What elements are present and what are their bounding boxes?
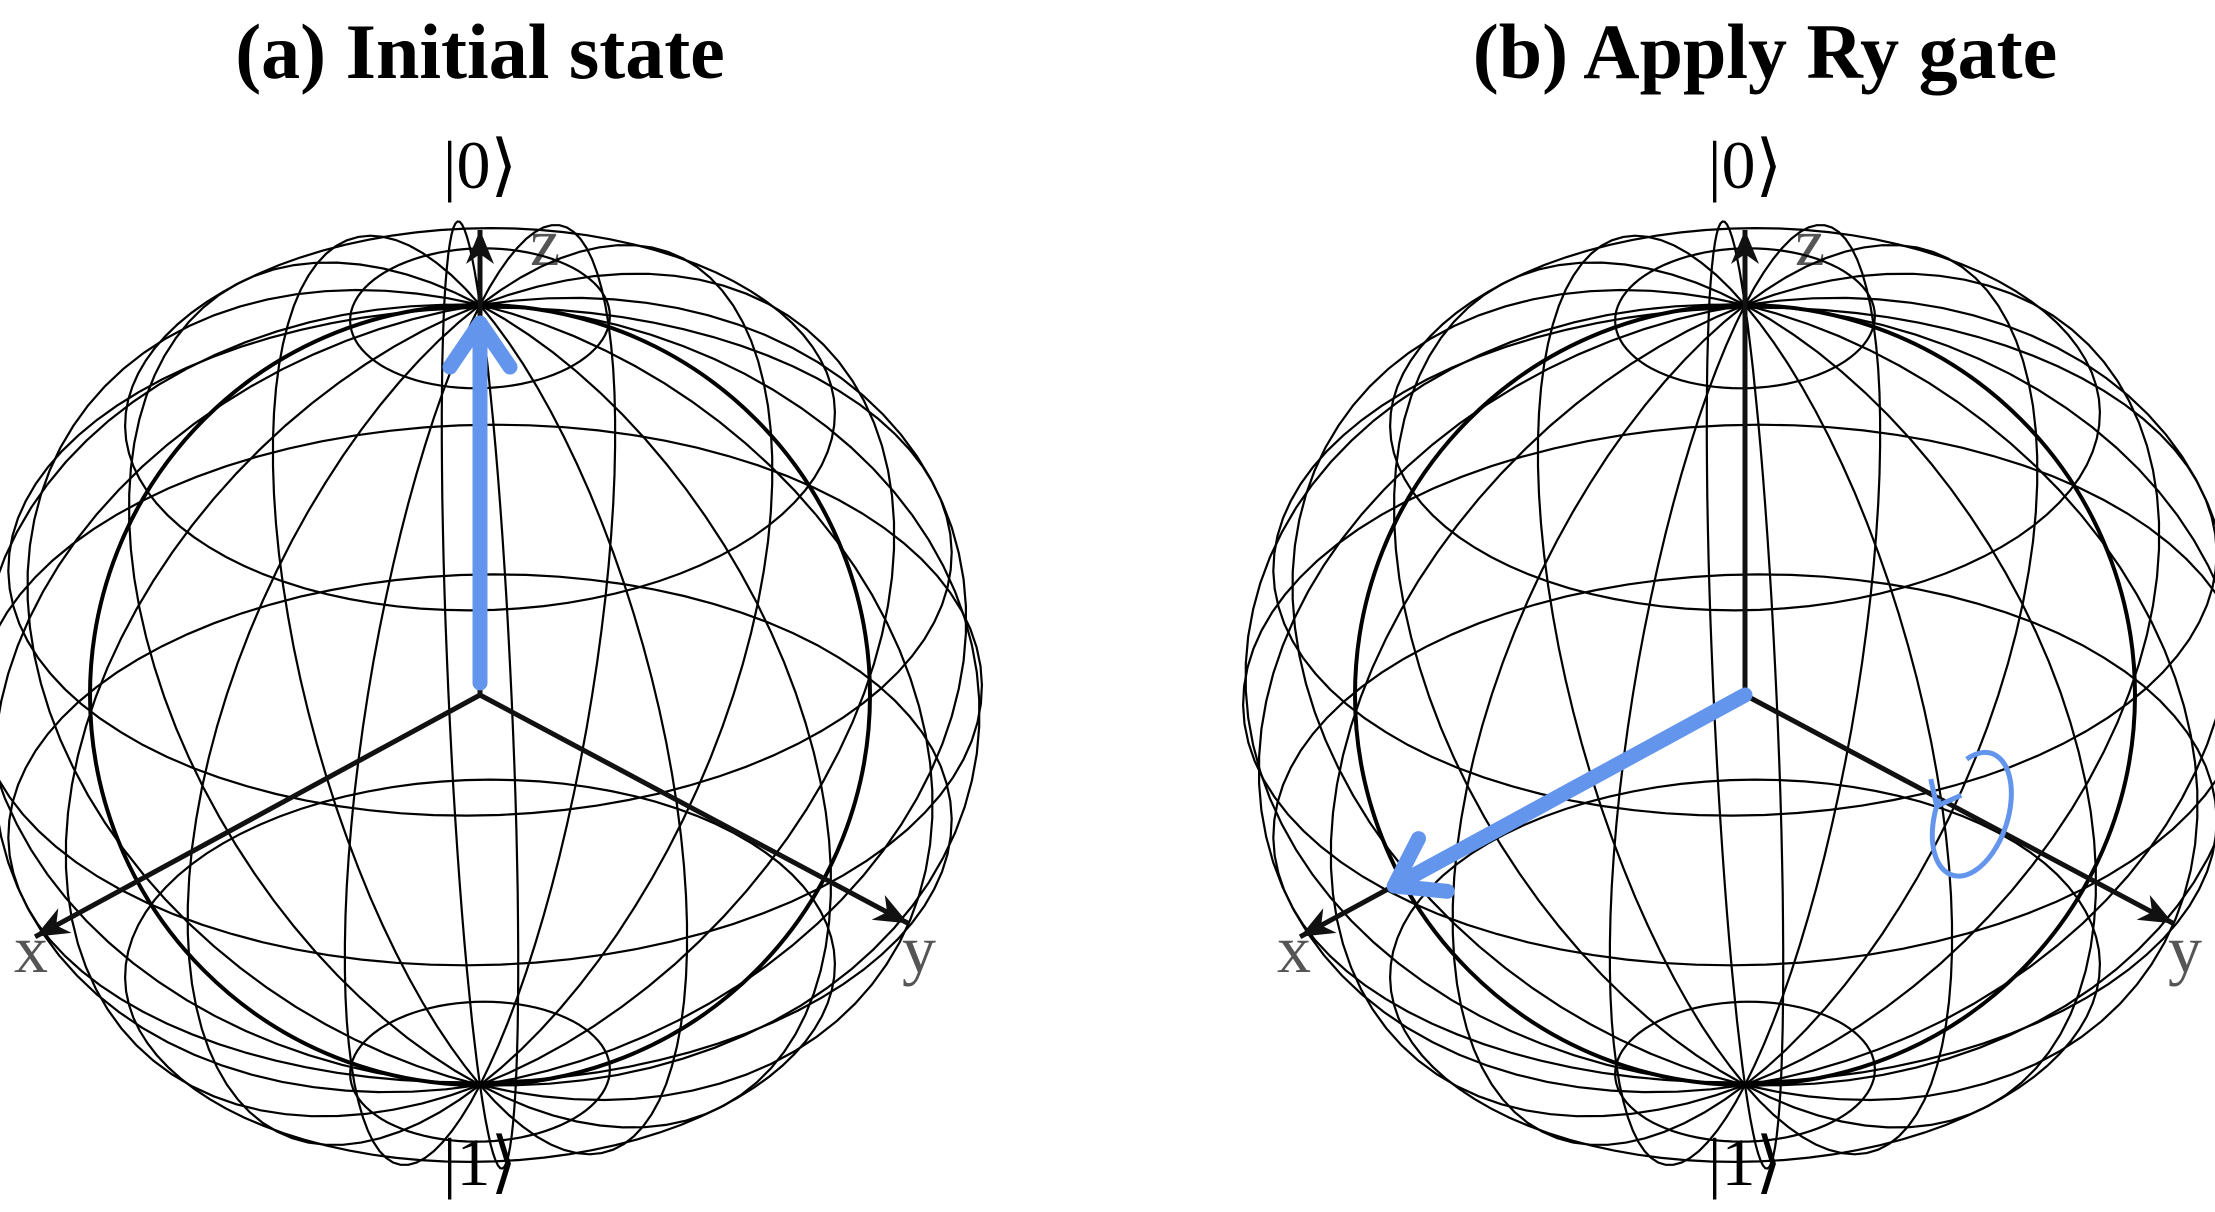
meridian-line bbox=[0, 303, 981, 1087]
panel-title: (a) Initial state bbox=[235, 8, 725, 95]
axis-x-label: x bbox=[14, 911, 48, 987]
latitude-line bbox=[0, 423, 984, 967]
meridian-line bbox=[64, 272, 896, 1118]
latitude-line bbox=[1241, 423, 2215, 967]
axis-x-arrowhead bbox=[35, 908, 72, 937]
state-vector-head bbox=[1386, 831, 1455, 899]
axis-y-arrowhead bbox=[871, 895, 909, 924]
latitude-line bbox=[348, 247, 612, 390]
state-vector-head bbox=[442, 315, 518, 375]
latitude-line bbox=[123, 226, 837, 612]
axis-z-arrowhead bbox=[466, 230, 494, 264]
axis-z-label: z bbox=[530, 204, 560, 280]
meridian-line bbox=[1329, 272, 2161, 1118]
axis-x-arrowhead bbox=[1300, 908, 1337, 937]
state-vector-shaft bbox=[1397, 687, 1753, 888]
state-vector-arrow bbox=[442, 315, 518, 691]
latitude-line bbox=[1272, 573, 2215, 1084]
axis-x-label: x bbox=[1277, 911, 1311, 987]
axis-x-line bbox=[33, 692, 482, 939]
panel-apply-ry-gate: (b) Apply Ry gate |0⟩ |1⟩ z x y bbox=[1241, 8, 2215, 1200]
bloch-sphere-wireframe bbox=[1241, 220, 2215, 1170]
ket-zero-label: |0⟩ bbox=[1708, 127, 1782, 203]
axis-z-arrowhead bbox=[1731, 230, 1759, 264]
bloch-sphere-wireframe bbox=[0, 220, 984, 1170]
panel-title: (b) Apply Ry gate bbox=[1473, 8, 2057, 95]
axis-y-line bbox=[478, 692, 910, 926]
sphere-axes bbox=[33, 230, 910, 939]
panel-initial-state: (a) Initial state |0⟩ |1⟩ z x y bbox=[0, 8, 984, 1200]
rotation-arrowhead bbox=[1928, 778, 1963, 809]
axis-y-arrowhead bbox=[2136, 895, 2174, 924]
latitude-line bbox=[7, 573, 953, 1084]
latitude-line bbox=[1613, 247, 1877, 390]
axis-y-line bbox=[1743, 692, 2175, 926]
state-vector-arrow bbox=[1386, 687, 1753, 899]
rotation-arc bbox=[1929, 749, 2014, 879]
rotation-arrow-icon bbox=[1928, 749, 2014, 879]
latitude-line bbox=[7, 306, 953, 817]
latitude-line bbox=[1388, 226, 2102, 612]
axis-z-label: z bbox=[1795, 204, 1825, 280]
ket-zero-label: |0⟩ bbox=[443, 127, 517, 203]
latitude-line bbox=[1272, 306, 2215, 817]
